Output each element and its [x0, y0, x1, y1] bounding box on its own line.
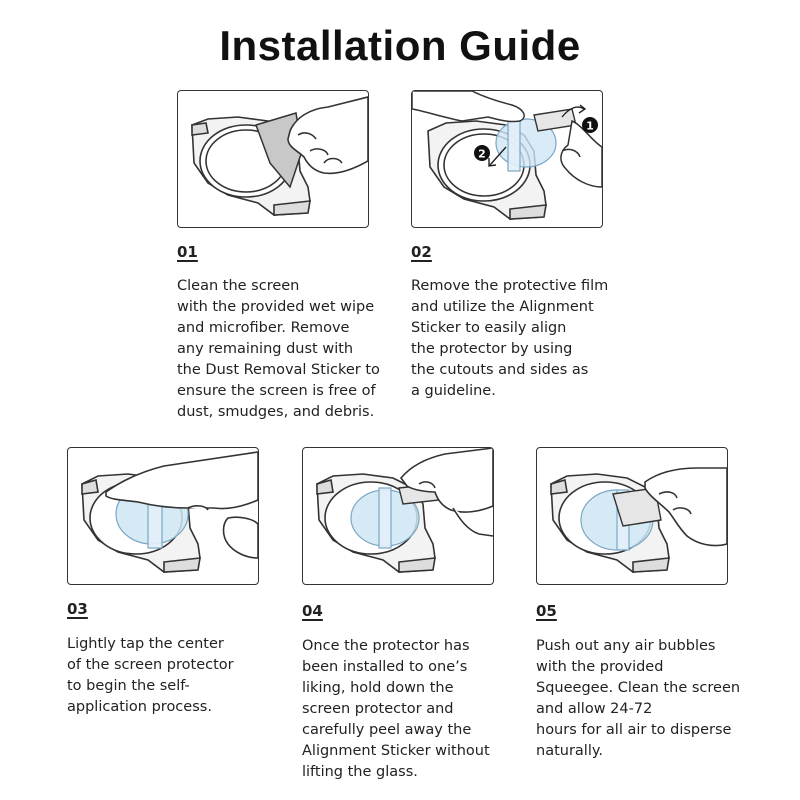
step-03-illustration	[67, 447, 259, 585]
watch-squeegee-illustration	[550, 467, 727, 573]
step-03-description: Lightly tap the center of the screen pro…	[67, 636, 234, 715]
hand	[399, 448, 493, 537]
hand	[644, 467, 727, 547]
squeegee-icon	[612, 487, 662, 527]
step-05-description: Push out any air bubbles with the provid…	[536, 638, 741, 759]
step-03-number: 03	[67, 600, 88, 618]
step-04-illustration	[302, 447, 494, 585]
watch-tap-illustration	[81, 451, 258, 573]
hand	[105, 451, 258, 559]
step-02-description: Remove the protective film and utilize t…	[411, 278, 609, 399]
hand	[287, 96, 368, 175]
marker-2-label: 2	[478, 148, 486, 161]
step-01-illustration	[177, 90, 369, 228]
step-04-number: 04	[302, 602, 323, 620]
step-05-illustration	[536, 447, 728, 585]
step-02-illustration: 1 2	[411, 90, 603, 228]
step-04-description: Once the protector has been installed to…	[302, 638, 490, 780]
marker-1-icon: 1	[582, 117, 598, 133]
arrow-1	[561, 104, 587, 118]
protective-film	[533, 108, 577, 132]
marker-2-icon: 2	[474, 145, 490, 161]
watch-wipe-illustration	[191, 96, 368, 216]
step-01-number: 01	[177, 243, 198, 261]
page-title: Installation Guide	[219, 22, 581, 69]
watch-peel-sticker-illustration	[316, 448, 493, 573]
watch-peel-film-illustration: 1 2	[412, 91, 602, 220]
screen-protector	[350, 487, 420, 549]
step-05-number: 05	[536, 602, 557, 620]
arrow-2	[488, 146, 507, 167]
hands	[412, 91, 602, 188]
marker-1-label: 1	[586, 120, 594, 133]
step-02-number: 02	[411, 243, 432, 261]
step-01-description: Clean the screen with the provided wet w…	[177, 278, 380, 420]
